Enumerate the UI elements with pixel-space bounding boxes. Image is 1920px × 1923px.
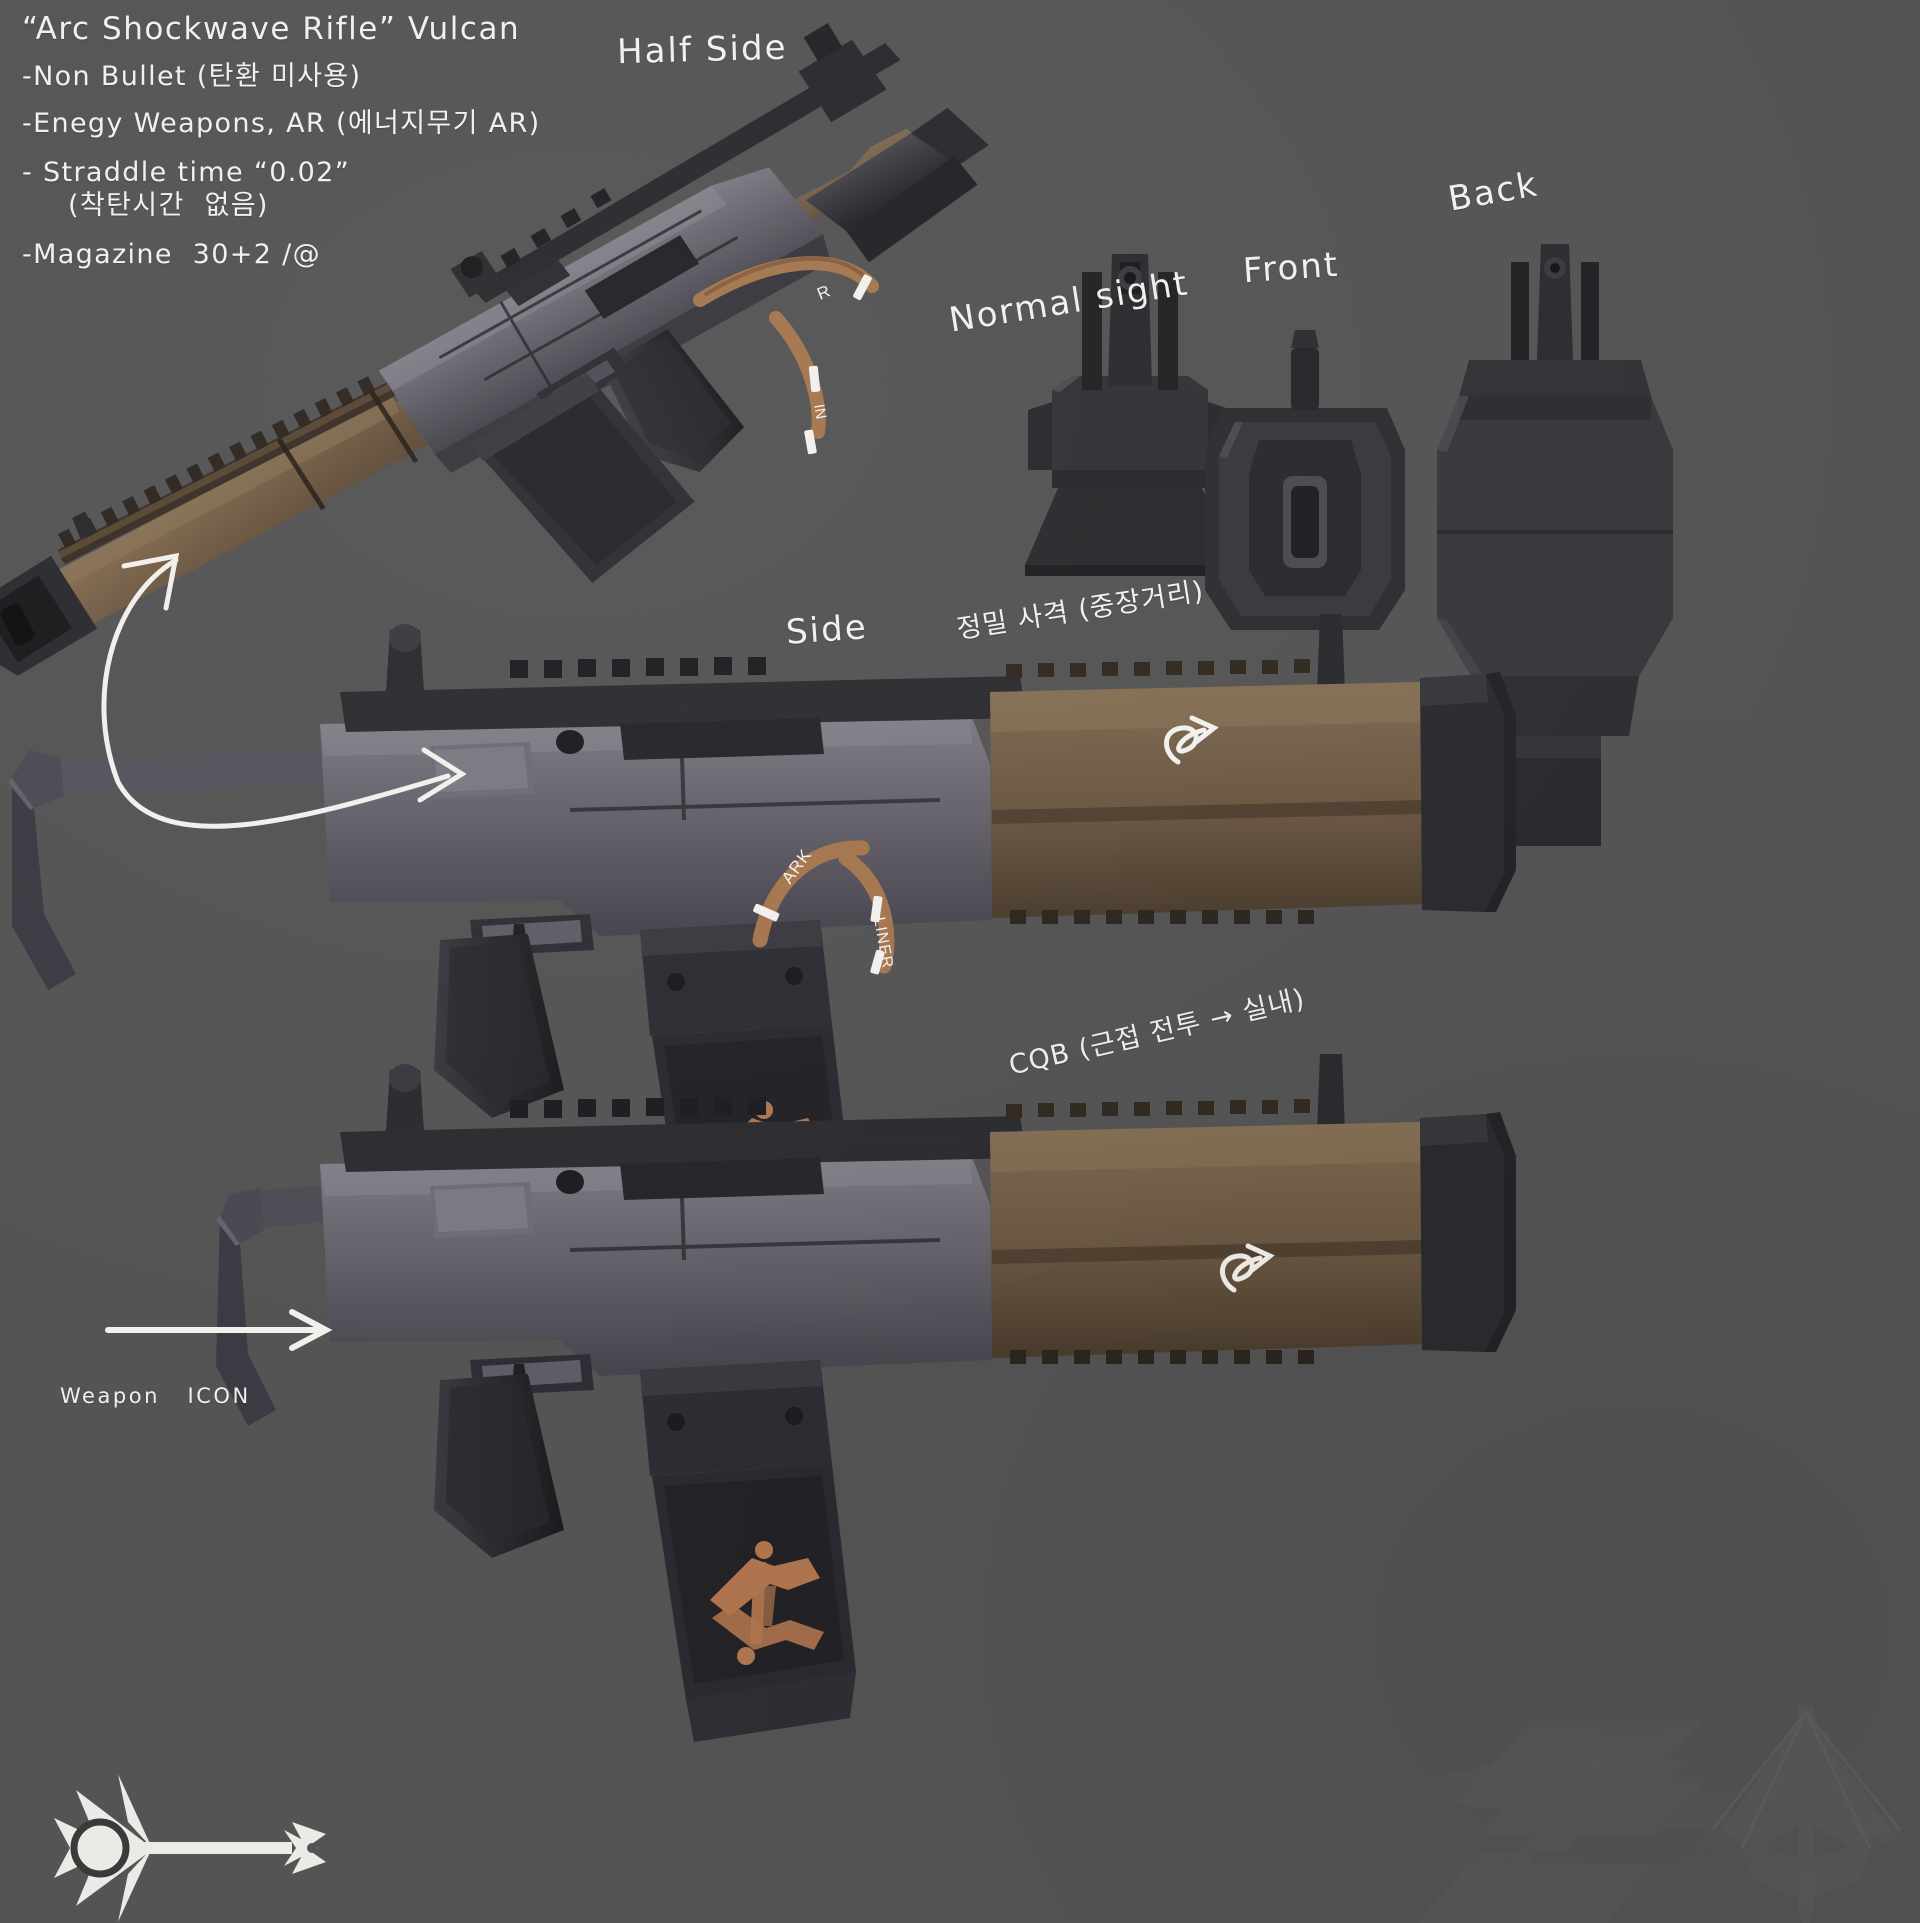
copper-cable-half-side-shade (704, 256, 870, 296)
decal-liner-text-halfside: IN (810, 403, 829, 421)
spec-line-straddle: - Straddle time “0.02” (22, 157, 351, 188)
view-label-front: Front (1241, 244, 1341, 292)
callout-arrow-straight (105, 1309, 333, 1351)
decal-arc-text-halfside: R (814, 281, 833, 303)
view-label-half-side: Half Side (616, 27, 789, 73)
hex-z-logo-icon (1416, 1721, 1746, 1923)
weapon-view-side-cqb (216, 1054, 1516, 1742)
weapon-icon-label: Weapon ICON (60, 1384, 251, 1408)
cable-band-side (753, 895, 885, 975)
spec-line-straddle-ko: (착탄시간 없음) (68, 190, 269, 221)
weapon-icon-glyph (54, 1774, 326, 1922)
callout-arrow-curved (101, 552, 467, 829)
callout-hook-cqb (1220, 1243, 1275, 1293)
spec-line-type: -Enegy Weapons, AR (에너지무기 AR) (22, 108, 541, 139)
weapon-view-back (1437, 244, 1673, 846)
weapon-view-front (1205, 330, 1405, 630)
weapon-view-half-side (0, 22, 989, 676)
copper-cable-half-side (693, 256, 879, 439)
magazine-emblem (710, 1541, 824, 1665)
callout-hook-sight (1164, 715, 1219, 765)
spec-line-bullet: -Non Bullet (탄환 미사용) (22, 61, 362, 92)
copper-cable-side (752, 840, 895, 974)
cable-band-half-side (804, 274, 872, 455)
view-label-side: Side (784, 607, 869, 653)
weapon-part-normal-sight (1025, 254, 1235, 576)
spec-line-magazine: -Magazine 30+2 /@ (22, 239, 321, 270)
spec-notes: “Arc Shockwave Rifle” Vulcan -Non Bullet… (22, 11, 541, 270)
weapon-title: “Arc Shockwave Rifle” Vulcan (22, 11, 521, 47)
spearhead-logo-icon (1698, 1706, 1914, 1923)
